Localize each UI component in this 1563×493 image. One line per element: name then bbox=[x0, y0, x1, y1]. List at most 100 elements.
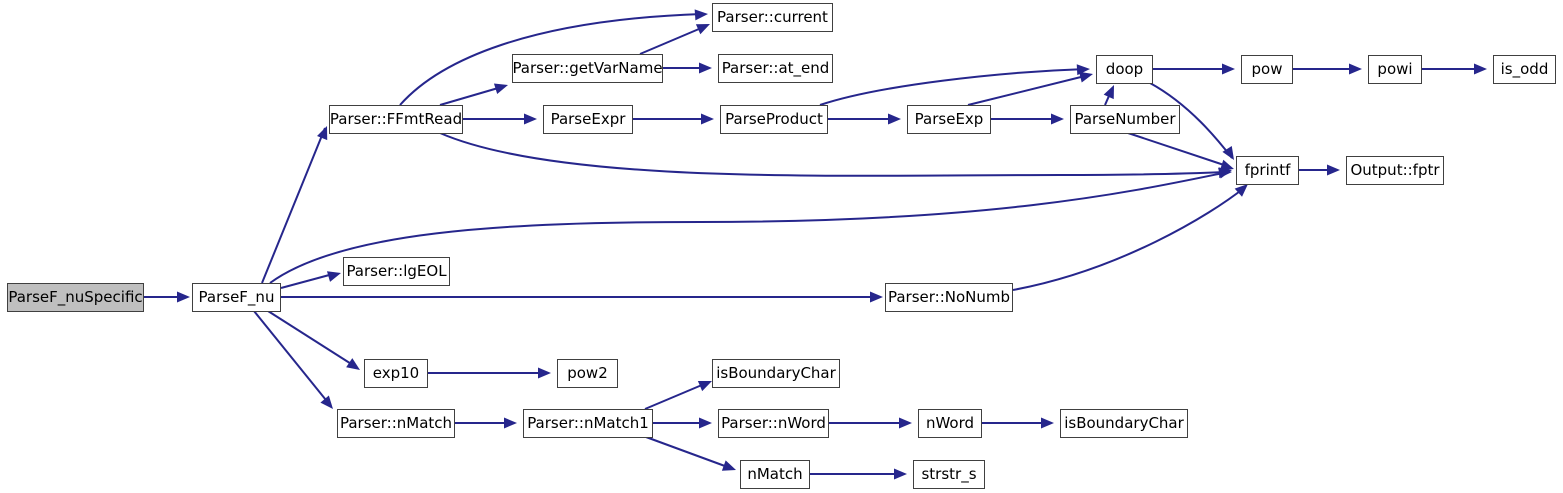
node-label: isBoundaryChar bbox=[1064, 414, 1184, 432]
node-parseproduct[interactable]: ParseProduct bbox=[720, 105, 828, 134]
arrowhead-icon bbox=[695, 24, 710, 35]
arrowhead-icon bbox=[1219, 159, 1234, 171]
node-pow2[interactable]: pow2 bbox=[557, 359, 618, 388]
arrowhead-icon bbox=[1349, 63, 1362, 75]
arrowhead-icon bbox=[1234, 184, 1248, 197]
arrowhead-icon bbox=[326, 271, 341, 282]
edge-parsenumber-to-fprintf bbox=[1127, 132, 1231, 168]
node-parser_current[interactable]: Parser::current bbox=[712, 3, 833, 32]
edge-parser_ffmtread-to-fprintf bbox=[439, 132, 1227, 177]
edge-parser_ffmtread-to-parser_current bbox=[399, 13, 703, 106]
node-parsef_nu[interactable]: ParseF_nu bbox=[192, 283, 281, 312]
arrowhead-icon bbox=[699, 62, 712, 74]
node-powi[interactable]: powi bbox=[1368, 55, 1422, 84]
node-label: Output::fptr bbox=[1350, 161, 1440, 179]
arrowhead-icon bbox=[1041, 417, 1054, 429]
node-parser_getvarname[interactable]: Parser::getVarName bbox=[512, 54, 663, 83]
arrowhead-icon bbox=[346, 358, 360, 370]
edge-parseproduct-to-doop bbox=[819, 68, 1087, 106]
arrowhead-icon bbox=[1051, 113, 1064, 125]
node-nword[interactable]: nWord bbox=[918, 409, 982, 438]
node-label: is_odd bbox=[1500, 60, 1549, 78]
arrowhead-icon bbox=[493, 83, 508, 95]
node-label: fprintf bbox=[1244, 161, 1291, 179]
node-isboundarychar_a[interactable]: isBoundaryChar bbox=[712, 359, 840, 388]
node-parser_lgeol[interactable]: Parser::lgEOL bbox=[343, 257, 450, 286]
edge-parsef_nu-to-parser_lgeol bbox=[280, 273, 334, 289]
arrowhead-icon bbox=[888, 113, 901, 125]
arrowhead-icon bbox=[1222, 146, 1234, 160]
edge-parsef_nu-to-parser_ffmtread bbox=[261, 127, 326, 284]
arrowhead-icon bbox=[1222, 63, 1235, 75]
edge-parser_getvarname-to-parser_current bbox=[639, 25, 707, 55]
node-parser_nmatch1[interactable]: Parser::nMatch1 bbox=[523, 409, 653, 438]
node-label: ParseNumber bbox=[1074, 110, 1176, 128]
node-label: Parser::nWord bbox=[721, 414, 826, 432]
node-label: Parser::NoNumb bbox=[887, 288, 1011, 306]
edge-parser_ffmtread-to-parser_getvarname bbox=[439, 85, 506, 106]
node-parseexp[interactable]: ParseExp bbox=[907, 105, 991, 134]
arrowhead-icon bbox=[524, 113, 537, 125]
node-parser_nonumb[interactable]: Parser::NoNumb bbox=[885, 283, 1013, 312]
edge-parseexp-to-doop bbox=[967, 74, 1090, 106]
arrowheads-group bbox=[177, 9, 1487, 480]
node-strstr_s[interactable]: strstr_s bbox=[913, 460, 985, 489]
node-label: powi bbox=[1377, 60, 1413, 78]
arrowhead-icon bbox=[317, 126, 328, 141]
node-label: pow bbox=[1251, 60, 1283, 78]
node-exp10[interactable]: exp10 bbox=[364, 359, 428, 388]
node-is_odd[interactable]: is_odd bbox=[1493, 55, 1556, 84]
node-isboundarychar_b[interactable]: isBoundaryChar bbox=[1060, 409, 1188, 438]
node-label: doop bbox=[1105, 60, 1144, 78]
node-label: ParseF_nuSpecific bbox=[8, 288, 143, 306]
node-parser_at_end[interactable]: Parser::at_end bbox=[718, 54, 833, 83]
edge-parsef_nu-to-parser_nmatch bbox=[253, 310, 331, 406]
arrowhead-icon bbox=[699, 417, 712, 429]
node-label: Parser::at_end bbox=[721, 59, 830, 77]
edge-parsef_nu-to-exp10 bbox=[267, 310, 357, 368]
edge-parser_nmatch1-to-isboundarychar_a bbox=[644, 381, 710, 410]
edge-parser_nonumb-to-fprintf bbox=[1012, 187, 1245, 291]
arrowhead-icon bbox=[1103, 85, 1114, 100]
arrowhead-icon bbox=[721, 460, 736, 471]
node-fprintf[interactable]: fprintf bbox=[1236, 156, 1299, 185]
node-label: ParseExp bbox=[914, 110, 984, 128]
arrowhead-icon bbox=[1327, 164, 1340, 176]
node-parser_ffmtread[interactable]: Parser::FFmtRead bbox=[329, 105, 463, 134]
node-label: Parser::nMatch1 bbox=[527, 414, 649, 432]
node-parser_nmatch[interactable]: Parser::nMatch bbox=[337, 409, 455, 438]
arrowhead-icon bbox=[504, 417, 517, 429]
node-label: nMatch bbox=[747, 465, 803, 483]
arrowhead-icon bbox=[320, 395, 333, 409]
arrowhead-icon bbox=[894, 468, 907, 480]
node-output_fptr[interactable]: Output::fptr bbox=[1346, 156, 1444, 185]
arrowhead-icon bbox=[697, 381, 712, 392]
node-parser_nword[interactable]: Parser::nWord bbox=[718, 409, 829, 438]
arrowhead-icon bbox=[701, 113, 714, 125]
node-parsenumber[interactable]: ParseNumber bbox=[1070, 105, 1180, 134]
node-label: Parser::FFmtRead bbox=[329, 110, 463, 128]
edge-parser_nmatch1-to-nmatch bbox=[645, 436, 734, 470]
node-doop[interactable]: doop bbox=[1096, 55, 1153, 84]
node-pow[interactable]: pow bbox=[1241, 55, 1293, 84]
node-label: isBoundaryChar bbox=[716, 364, 836, 382]
arrowhead-icon bbox=[870, 291, 883, 303]
node-nmatch[interactable]: nMatch bbox=[740, 460, 810, 489]
arrowhead-icon bbox=[538, 367, 551, 379]
node-parseexpr[interactable]: ParseExpr bbox=[543, 105, 633, 134]
arrowhead-icon bbox=[1474, 63, 1487, 75]
node-label: ParseExpr bbox=[550, 110, 626, 128]
node-label: Parser::getVarName bbox=[512, 59, 663, 77]
arrowhead-icon bbox=[1079, 71, 1093, 83]
node-label: strstr_s bbox=[921, 465, 977, 483]
arrowhead-icon bbox=[177, 291, 190, 303]
node-label: ParseProduct bbox=[725, 110, 823, 128]
node-label: Parser::lgEOL bbox=[346, 262, 447, 280]
edge-parsef_nu-to-fprintf bbox=[269, 171, 1229, 284]
node-label: nWord bbox=[925, 414, 975, 432]
node-parsef_nuspecific[interactable]: ParseF_nuSpecific bbox=[7, 283, 144, 312]
node-label: pow2 bbox=[567, 364, 608, 382]
node-label: Parser::nMatch bbox=[339, 414, 453, 432]
node-label: exp10 bbox=[372, 364, 420, 382]
